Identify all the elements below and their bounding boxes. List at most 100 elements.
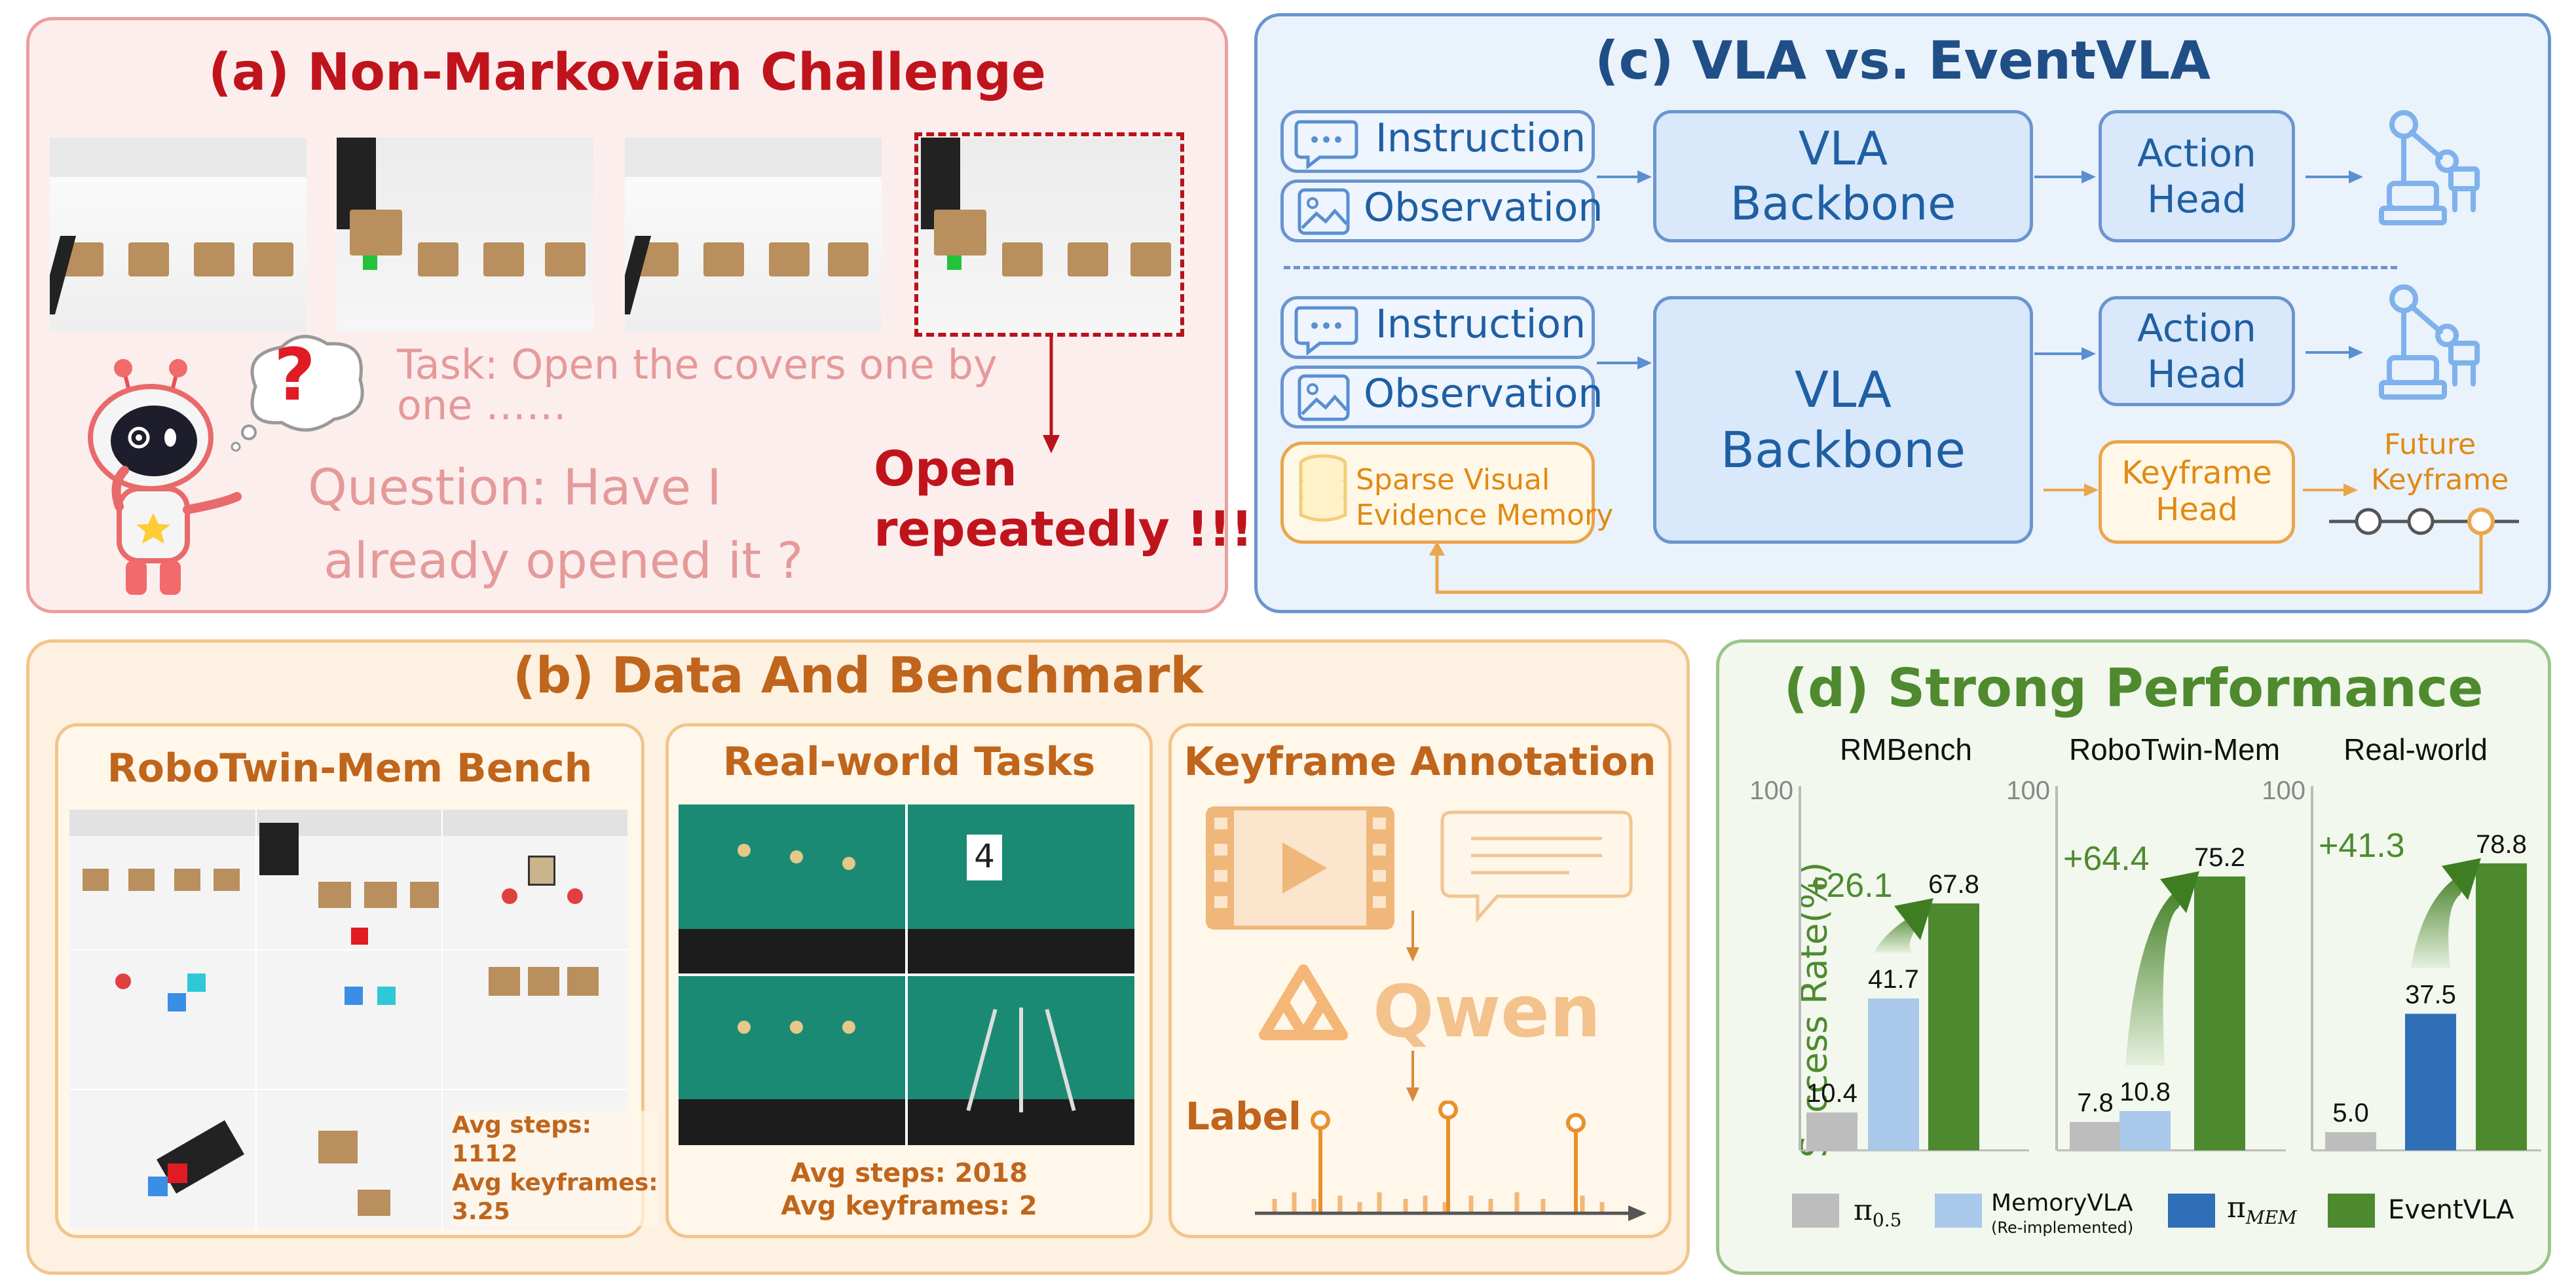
- instruction-label-bottom: Instruction: [1375, 301, 1586, 347]
- bar-value-label: 7.8: [2077, 1089, 2114, 1118]
- gain-arrowhead: [2160, 871, 2199, 913]
- sim-frame-3: [625, 138, 882, 331]
- bar-value-label: 10.4: [1806, 1079, 1857, 1108]
- bar-value-label: 5.0: [2332, 1099, 2369, 1127]
- sim-frame-1: [50, 138, 307, 331]
- highlight-frame: [914, 132, 1184, 337]
- image-icon: [1297, 374, 1350, 421]
- sim-frame-2: [337, 138, 593, 331]
- gain-arrow: [2411, 868, 2472, 968]
- chat-icon: [1294, 306, 1358, 355]
- panel-b-title: (b) Data And Benchmark: [513, 646, 1203, 704]
- action-head-bottom: Action Head: [2099, 296, 2295, 406]
- bar: [2325, 1132, 2376, 1150]
- arrow-down-icon: [1043, 337, 1060, 453]
- gain-label: +64.4: [2063, 840, 2150, 878]
- gain-arrowhead: [2442, 858, 2481, 900]
- keyframe-head-box: [2099, 440, 2295, 544]
- gain-label: +26.1: [1806, 867, 1893, 905]
- performance-chart: 100RMBench10.441.767.8+26.1100RoboTwin-M…: [1749, 732, 2541, 1152]
- divider: [1284, 266, 2397, 269]
- sim-frame-4: [914, 138, 1184, 335]
- realworld-stats: Avg steps: 2018 Avg keyframes: 2: [781, 1158, 1037, 1221]
- bar-value-label: 75.2: [2194, 843, 2245, 872]
- robot-arm-icon: [2379, 284, 2480, 400]
- database-icon: [1299, 454, 1347, 522]
- panel-a-title: (a) Non-Markovian Challenge: [208, 43, 1046, 102]
- arrow-right-icon: [2034, 170, 2096, 183]
- realworld-grid: 4: [679, 804, 1134, 1145]
- panel-c-title: (c) VLA vs. EventVLA: [1594, 30, 2211, 91]
- y-tick-label: 100: [2262, 776, 2305, 805]
- bar: [2405, 1013, 2456, 1150]
- vla-backbone-bottom: VLA Backbone: [1653, 296, 2033, 544]
- robot-mascot-icon: [88, 359, 242, 595]
- chat-icon: [1294, 120, 1358, 169]
- annotation-title: Keyframe Annotation: [1184, 739, 1656, 785]
- legend-swatch-memoryvla: [1935, 1194, 1982, 1228]
- instruction-label-top: Instruction: [1375, 115, 1586, 161]
- observation-label-bottom: Observation: [1364, 371, 1603, 417]
- legend-label-memoryvla: MemoryVLA: [1991, 1190, 2133, 1217]
- future-keyframe-label: Future Keyframe: [2371, 428, 2509, 497]
- legend-swatch-eventvla: [2328, 1194, 2375, 1228]
- action-head-top: Action Head: [2099, 110, 2295, 242]
- keyframe-signal-icon: [1255, 1101, 1647, 1221]
- legend-label-pi05: π0.5: [1854, 1194, 1902, 1231]
- panel-d-title: (d) Strong Performance: [1783, 658, 2484, 719]
- thought-bubble-icon: [231, 335, 364, 452]
- robotwin-title: RoboTwin-Mem Bench: [107, 746, 593, 791]
- observation-label-top: Observation: [1364, 185, 1603, 231]
- instruction-box-bottom: [1280, 296, 1595, 359]
- arrow-right-icon: [2305, 170, 2363, 183]
- arrow-right-orange-icon: [2044, 483, 2099, 497]
- bar: [2476, 863, 2527, 1150]
- memory-label: Sparse Visual Evidence Memory: [1356, 463, 1614, 532]
- arrow-right-icon: [2034, 347, 2096, 360]
- vla-backbone-top: VLA Backbone: [1653, 110, 2033, 242]
- bar: [2070, 1122, 2121, 1150]
- question-mark-icon: ?: [274, 333, 316, 417]
- legend-label-eventvla: EventVLA: [2388, 1195, 2514, 1225]
- legend-note-memoryvla: (Re-implemented): [1991, 1218, 2134, 1237]
- qwen-label: Qwen: [1373, 970, 1601, 1053]
- realworld-title: Real-world Tasks: [722, 739, 1096, 785]
- gain-arrow: [2125, 881, 2190, 1065]
- text-bubble-icon: [1440, 810, 1633, 923]
- y-tick-label: 100: [2006, 776, 2050, 805]
- outcome-text: Open repeatedly !!!: [874, 441, 1253, 557]
- chart-title: RoboTwin-Mem: [2069, 732, 2280, 766]
- chart-title: Real-world: [2343, 732, 2488, 766]
- legend-swatch-pimem: [2168, 1194, 2215, 1228]
- gain-label: +41.3: [2319, 827, 2405, 865]
- arrow-right-icon: [2305, 346, 2363, 359]
- qwen-logo-icon: [1259, 964, 1348, 1040]
- bar: [1928, 903, 1979, 1150]
- chart-title: RMBench: [1840, 732, 1972, 766]
- arrow-down-icon: [1406, 911, 1419, 962]
- arrow-down-icon: [1406, 1051, 1419, 1102]
- arrow-right-icon: [1597, 356, 1652, 369]
- card-digit: 4: [974, 837, 995, 875]
- feedback-arrow-icon: [1429, 532, 2483, 594]
- bar-value-label: 41.7: [1868, 965, 1919, 994]
- legend-swatch-pi05: [1792, 1194, 1839, 1228]
- question-text: Question: Have I already opened it ?: [308, 458, 804, 590]
- legend: π0.5 MemoryVLA (Re-implemented) πMEM Eve…: [1782, 1184, 2541, 1237]
- keyframe-head-label: Keyframe Head: [2121, 455, 2272, 528]
- robot-arm-icon: [2379, 110, 2480, 225]
- gain-arrowhead: [1894, 898, 1933, 941]
- arrow-right-orange-icon: [2303, 483, 2358, 497]
- bar: [1806, 1112, 1857, 1150]
- arrow-right-icon: [1597, 170, 1652, 183]
- label-text: Label: [1185, 1094, 1301, 1139]
- legend-label-pimem: πMEM: [2227, 1191, 2297, 1228]
- y-tick-label: 100: [1749, 776, 1793, 805]
- bar-value-label: 78.8: [2476, 830, 2527, 859]
- bar-value-label: 10.8: [2119, 1078, 2171, 1106]
- robotwin-stats: Avg steps: 1112 Avg keyframes: 3.25: [452, 1111, 658, 1226]
- timeline-icon: [2329, 508, 2519, 535]
- panel-d: [1716, 639, 2551, 1275]
- bar: [2119, 1110, 2171, 1150]
- image-icon: [1297, 188, 1350, 235]
